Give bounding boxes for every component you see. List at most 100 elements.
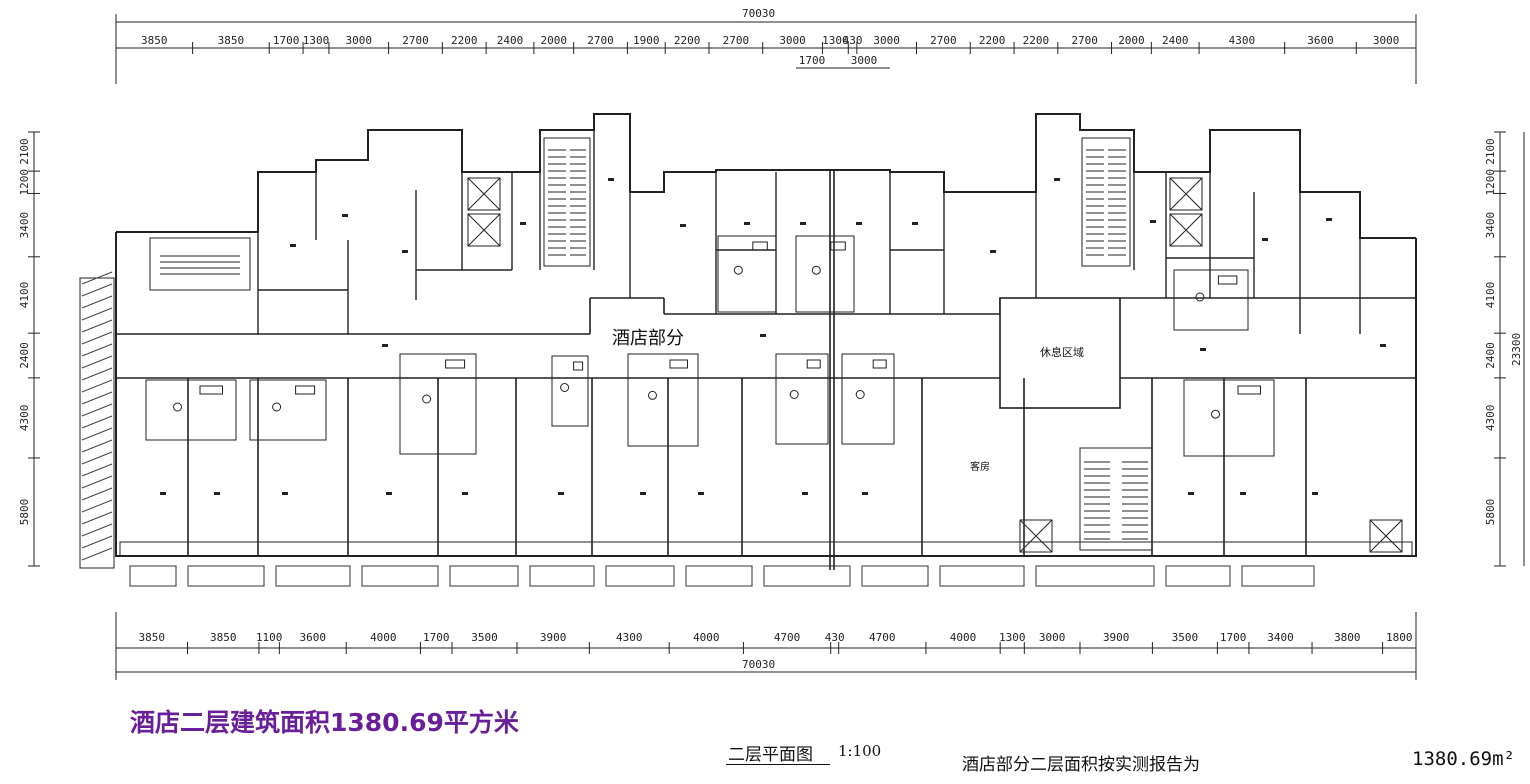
elevator-shaft [1169,177,1203,211]
lounge-area [999,297,1121,409]
top-sub-dimension-label: 3000 [851,54,878,67]
south-window-bays [129,565,1315,587]
window-bay [763,565,851,587]
room-tag [640,492,646,495]
elevator-shaft [467,213,501,247]
elevator-shaft [1169,213,1203,247]
top-dimension-lines [115,14,1417,84]
room-tag [402,250,408,253]
window-bay [939,565,1025,587]
room-tag [912,222,918,225]
west-hatched-wall [79,271,115,569]
stair-north-left [543,137,591,267]
room-tag [282,492,288,495]
room-tag [1200,348,1206,351]
room-tag [744,222,750,225]
room-tag [1326,218,1332,221]
room-tag [990,250,996,253]
stair-north-right [1081,137,1131,267]
right-dimension-label: 2100 [1484,138,1497,165]
top-dimension-label: 1300 [822,34,849,47]
top-dimension-label: 2400 [1162,34,1189,47]
top-dimension-label: 2200 [674,34,701,47]
window-bay [275,565,351,587]
left-dimension-label: 1200 [18,169,31,196]
top-dimension-label: 3000 [1373,34,1400,47]
right-dimension-label: 3400 [1484,212,1497,239]
floor-area-caption: 酒店二层建筑面积1380.69平方米 [130,708,519,737]
top-sub-dimension-label: 1700 [799,54,826,67]
hotel-section-label: 酒店部分 [612,328,684,349]
bottom-dimension-label: 430 [825,631,845,644]
sheet-scale: 1:100 [838,742,882,760]
window-bay [529,565,595,587]
room-tag [1240,492,1246,495]
bottom-dimension-label: 4000 [950,631,977,644]
top-dimension-label: 3850 [218,34,245,47]
bottom-dimension-ticks [115,642,1417,654]
room-tag [862,492,868,495]
room-tag [802,492,808,495]
room-tag [342,214,348,217]
right-dimension-label: 4100 [1484,282,1497,309]
bathroom [795,235,855,313]
room-tag [462,492,468,495]
top-dimension-label: 3000 [873,34,900,47]
top-dimension-label: 2400 [497,34,524,47]
bathroom [399,353,477,455]
bottom-dimension-label: 3850 [210,631,237,644]
top-dimension-ticks [115,42,1417,54]
room-tag-markers [160,178,1386,495]
top-dimension-label: 3000 [346,34,373,47]
window-bay [361,565,439,587]
room-tag [1150,220,1156,223]
window-bay [605,565,675,587]
top-dimension-label: 2200 [979,34,1006,47]
top-sub-dimension-labels: 1700 3000 [799,54,878,67]
bottom-dimension-label: 1700 [423,631,450,644]
left-dimension-label: 4100 [18,282,31,309]
guest-room-label: 客房 [970,460,990,473]
top-dimension-label: 4300 [1229,34,1256,47]
room-tag [856,222,862,225]
window-bay [1035,565,1155,587]
left-dimension-label: 5800 [18,499,31,525]
top-dimension-label: 3850 [141,34,168,47]
top-dimension-label: 2700 [402,34,429,47]
room-tag [1262,238,1268,241]
left-dimension-label: 2400 [18,342,31,369]
sheet-title-underline [726,764,830,765]
top-dimension-label: 2700 [723,34,750,47]
stair-south [1079,447,1153,551]
bottom-dimension-label: 4000 [693,631,720,644]
room-tag [608,178,614,181]
bottom-dimension-label: 1300 [999,631,1026,644]
window-bay [449,565,519,587]
room-tag [680,224,686,227]
room-tag [800,222,806,225]
window-bay [1241,565,1315,587]
bottom-dimension-label: 3000 [1039,631,1066,644]
top-dimension-label: 1700 [273,34,300,47]
room-tag [1054,178,1060,181]
south-room-partitions [187,378,1307,556]
top-overall-dimension: 70030 [742,7,775,20]
bottom-overall-dimension: 70030 [742,658,775,671]
window-bay [685,565,753,587]
room-tag [160,492,166,495]
room-tag [558,492,564,495]
bottom-dimension-label: 4300 [616,631,643,644]
top-dimension-label: 2200 [1023,34,1050,47]
window-bay [187,565,265,587]
top-dimension-label: 2700 [587,34,614,47]
bathroom [1183,379,1275,457]
bottom-dimension-label: 3850 [138,631,165,644]
side-dimension-lines [33,132,1525,566]
bottom-dimension-label: 1800 [1386,631,1413,644]
room-tag [214,492,220,495]
bathroom [717,235,777,313]
side-dimension-ticks [28,131,1506,567]
